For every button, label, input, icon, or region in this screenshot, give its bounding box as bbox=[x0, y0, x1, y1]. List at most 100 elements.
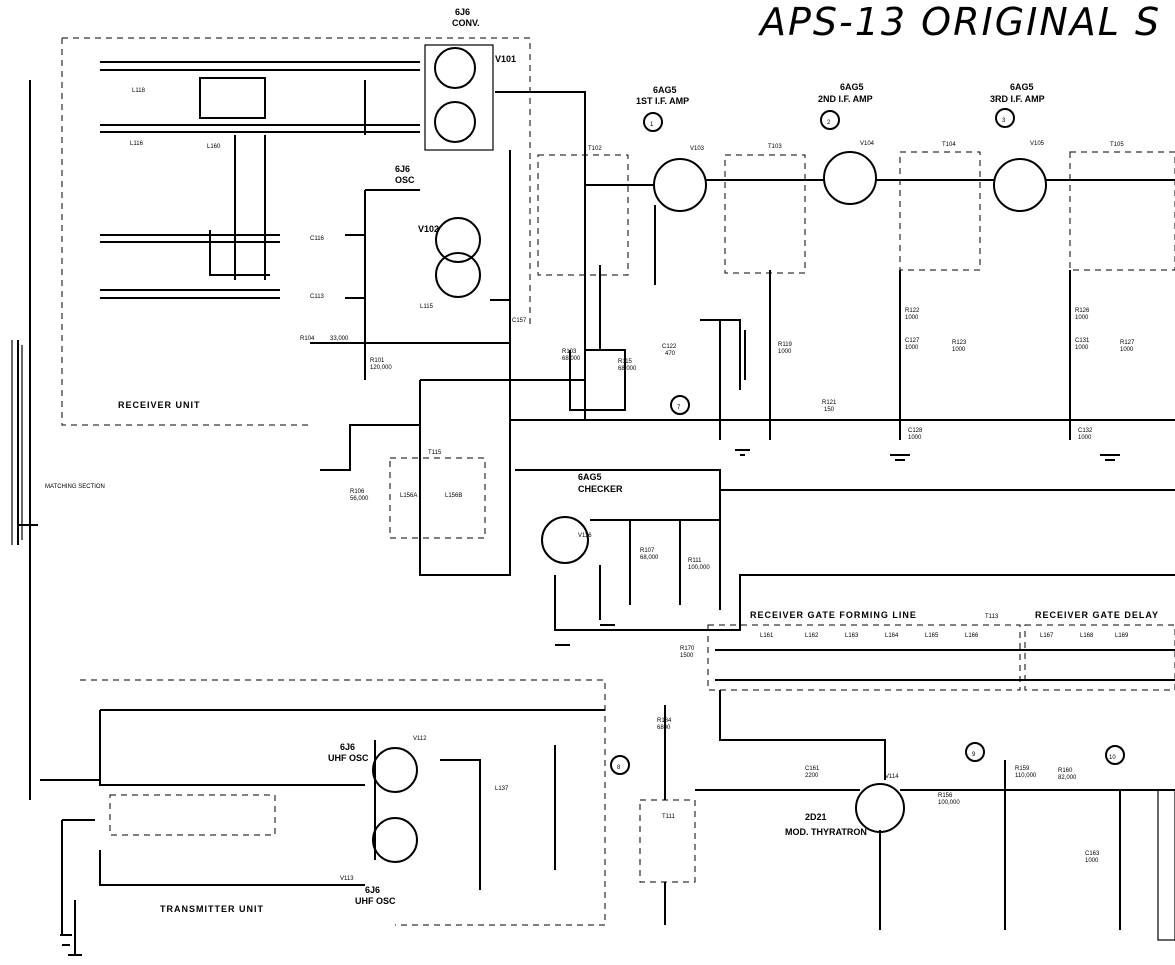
resistor-r160-label: R160 bbox=[1058, 768, 1073, 774]
receiver-unit-label: RECEIVER UNIT bbox=[118, 400, 201, 410]
inductor-l115-label: L115 bbox=[420, 304, 434, 310]
resistor-r184-label: R184 bbox=[657, 718, 672, 724]
if-decoupling bbox=[569, 265, 626, 411]
receiver-wiring-c bbox=[320, 345, 511, 576]
t111-enclosure bbox=[639, 799, 696, 883]
v104-type-label: 6AG5 bbox=[840, 82, 864, 92]
resistor-r159-label: R159 bbox=[1015, 766, 1030, 772]
v114-role-label: MOD. THYRATRON bbox=[785, 827, 867, 837]
modulator-wiring bbox=[664, 705, 1175, 930]
cap-c127-label: C127 bbox=[905, 338, 920, 344]
if-supply-rails bbox=[510, 270, 1175, 491]
v101-type-label: 6J6 bbox=[455, 7, 470, 17]
v102-type-label: 6J6 bbox=[395, 164, 410, 174]
svg-text:2: 2 bbox=[827, 120, 831, 126]
resistor-r104-label: R104 bbox=[300, 336, 315, 342]
antenna-feed bbox=[17, 80, 38, 800]
svg-text:9: 9 bbox=[972, 752, 976, 758]
resistor-r184-value: 6800 bbox=[657, 725, 671, 731]
inductor-l137-label: L137 bbox=[495, 786, 509, 792]
receiver-unit-border bbox=[61, 37, 531, 426]
transmitter-unit-label: TRANSMITTER UNIT bbox=[160, 904, 264, 914]
v116-role-label: CHECKER bbox=[578, 484, 623, 494]
gate-delay-label: RECEIVER GATE DELAY bbox=[1035, 610, 1159, 620]
v103-ref-label: V103 bbox=[690, 146, 705, 152]
test-point-2: 2 bbox=[820, 110, 840, 130]
test-point-8: 8 bbox=[610, 755, 630, 775]
v116-tube bbox=[541, 516, 589, 564]
resistor-r126-value: 1000 bbox=[1075, 315, 1089, 321]
t105-enclosure bbox=[1069, 151, 1175, 271]
v101-role-label: CONV. bbox=[452, 18, 480, 28]
resistor-r121-value: 150 bbox=[824, 407, 835, 413]
tx-lecher-line bbox=[109, 794, 276, 836]
svg-text:8: 8 bbox=[617, 765, 621, 771]
v104-tube bbox=[823, 151, 877, 205]
resistor-r106-label: R106 bbox=[350, 489, 365, 495]
t102-enclosure bbox=[537, 154, 629, 276]
tuning-block bbox=[199, 77, 266, 119]
gate-forming-line-label: RECEIVER GATE FORMING LINE bbox=[750, 610, 917, 620]
resistor-r156-value: 100,000 bbox=[938, 800, 960, 806]
test-point-9: 9 bbox=[965, 742, 985, 762]
matching-section-label: MATCHING SECTION bbox=[45, 484, 105, 490]
t103-enclosure bbox=[724, 154, 806, 274]
svg-text:3: 3 bbox=[1002, 118, 1006, 124]
resistor-r159-value: 110,000 bbox=[1015, 773, 1037, 779]
resistor-r127-value: 1000 bbox=[1120, 347, 1134, 353]
resistor-r106-value: 56,000 bbox=[350, 496, 369, 502]
v113-tube bbox=[372, 817, 418, 863]
v113-ref-label: V113 bbox=[340, 876, 354, 882]
resistor-r104-value: 33,000 bbox=[330, 336, 349, 342]
resistor-r170-label: R170 bbox=[680, 646, 695, 652]
v103-type-label: 6AG5 bbox=[653, 85, 677, 95]
v112-type-label: 6J6 bbox=[340, 742, 355, 752]
transmitter-unit-border bbox=[80, 679, 606, 926]
v114-tube bbox=[855, 783, 905, 833]
v101-tube-a bbox=[434, 47, 476, 89]
tx-feed bbox=[40, 779, 100, 935]
cap-c132-label: C132 bbox=[1078, 428, 1093, 434]
inductor-l156b-label: L156B bbox=[445, 493, 462, 499]
v116-type-label: 6AG5 bbox=[578, 472, 602, 482]
cap-c131-label: C131 bbox=[1075, 338, 1090, 344]
v105-ref-label: V105 bbox=[1030, 141, 1045, 147]
inductor-l160-label: L160 bbox=[207, 144, 221, 150]
inductor-l169-label: L169 bbox=[1115, 633, 1129, 639]
t104-label: T104 bbox=[942, 142, 956, 148]
resistor-r127-label: R127 bbox=[1120, 340, 1135, 346]
gate-delay-enclosure bbox=[1024, 624, 1175, 691]
cap-c116-label: C113 bbox=[310, 294, 325, 300]
v114-ref-label: V114 bbox=[885, 774, 899, 780]
v102-ref-label: V102 bbox=[418, 224, 439, 234]
test-point-3: 3 bbox=[995, 108, 1015, 128]
t104-enclosure bbox=[899, 151, 981, 271]
cap-c163-label: C163 bbox=[1085, 851, 1100, 857]
inductor-l168-label: L168 bbox=[1080, 633, 1094, 639]
if-signal-path bbox=[585, 179, 1175, 186]
resistor-r126-label: R126 bbox=[1075, 308, 1090, 314]
t102-label: T102 bbox=[588, 146, 602, 152]
resistor-r101-value: 120,000 bbox=[370, 365, 392, 371]
cap-c161-value: 2200 bbox=[805, 773, 819, 779]
right-edge-box bbox=[1157, 789, 1175, 941]
resistor-r122-value: 1000 bbox=[905, 315, 919, 321]
receiver-wiring-b bbox=[420, 91, 586, 420]
resistor-r170-value: 1500 bbox=[680, 653, 694, 659]
v112-tube bbox=[372, 747, 418, 793]
ground-symbols bbox=[60, 449, 1120, 946]
lecher-line-l118 bbox=[100, 61, 420, 133]
checker-wiring bbox=[515, 469, 1175, 631]
t115-enclosure bbox=[389, 457, 486, 539]
matching-section bbox=[11, 340, 23, 545]
cap-c122-label: C122 bbox=[662, 344, 677, 350]
t113-label: T113 bbox=[985, 614, 999, 620]
resistor-r115-label: R115 bbox=[618, 359, 633, 365]
inductor-l164-label: L164 bbox=[885, 633, 899, 639]
v104-role-label: 2ND I.F. AMP bbox=[818, 94, 873, 104]
resistor-r103-value: 68,000 bbox=[562, 356, 581, 362]
resistor-r123-value: 1000 bbox=[952, 347, 966, 353]
v113-type-label: 6J6 bbox=[365, 885, 380, 895]
v105-type-label: 6AG5 bbox=[1010, 82, 1034, 92]
